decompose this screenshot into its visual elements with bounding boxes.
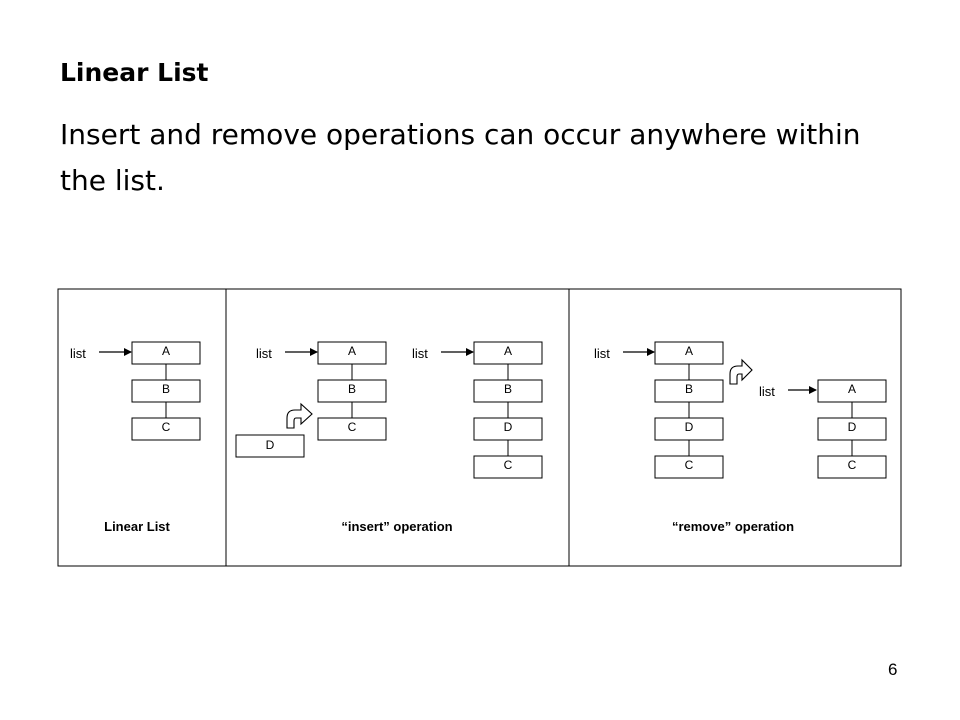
list-node: D — [817, 417, 887, 441]
svg-text:C: C — [685, 458, 694, 472]
list-node: A — [817, 379, 887, 403]
panel-linear-list: list A B C Linear List — [70, 341, 201, 534]
list-node: C — [473, 455, 543, 479]
svg-text:D: D — [848, 420, 857, 434]
list-node: A — [473, 341, 543, 365]
list-node: A — [131, 341, 201, 365]
list-node: C — [654, 455, 724, 479]
list-node: B — [131, 379, 201, 403]
panel-caption: “remove” operation — [672, 519, 794, 534]
svg-text:D: D — [504, 420, 513, 434]
remove-curved-arrow-icon — [729, 358, 753, 385]
svg-text:A: A — [848, 382, 856, 396]
page-number: 6 — [888, 660, 898, 679]
svg-text:A: A — [162, 344, 170, 358]
list-node: B — [473, 379, 543, 403]
list-node: B — [654, 379, 724, 403]
svg-text:B: B — [504, 382, 512, 396]
list-node: C — [817, 455, 887, 479]
svg-text:A: A — [504, 344, 512, 358]
list-node: C — [317, 417, 387, 441]
svg-text:A: A — [348, 344, 356, 358]
svg-text:C: C — [162, 420, 171, 434]
svg-text:B: B — [685, 382, 693, 396]
panel-remove-operation: list A B D C list A D — [594, 341, 887, 534]
list-node: B — [317, 379, 387, 403]
list-pointer-label: list — [412, 346, 428, 361]
svg-text:D: D — [266, 438, 275, 452]
list-node: A — [317, 341, 387, 365]
svg-text:D: D — [685, 420, 694, 434]
list-node: C — [131, 417, 201, 441]
svg-text:A: A — [685, 344, 693, 358]
new-node: D — [235, 434, 305, 458]
panel-caption: “insert” operation — [341, 519, 452, 534]
svg-text:B: B — [348, 382, 356, 396]
svg-text:C: C — [848, 458, 857, 472]
insert-curved-arrow-icon — [286, 402, 313, 429]
list-node: A — [654, 341, 724, 365]
svg-text:C: C — [348, 420, 357, 434]
list-pointer-label: list — [256, 346, 272, 361]
list-pointer-label: list — [759, 384, 775, 399]
list-pointer-label: list — [70, 346, 86, 361]
diagram-frame — [57, 288, 902, 567]
svg-text:B: B — [162, 382, 170, 396]
panel-insert-operation: list A B C D list A B — [235, 341, 543, 534]
list-node: D — [654, 417, 724, 441]
svg-text:C: C — [504, 458, 513, 472]
list-node: D — [473, 417, 543, 441]
slide-title: Linear List — [60, 58, 209, 87]
list-pointer-label: list — [594, 346, 610, 361]
slide-subtitle: Insert and remove operations can occur a… — [60, 118, 861, 197]
panel-caption: Linear List — [104, 519, 170, 534]
